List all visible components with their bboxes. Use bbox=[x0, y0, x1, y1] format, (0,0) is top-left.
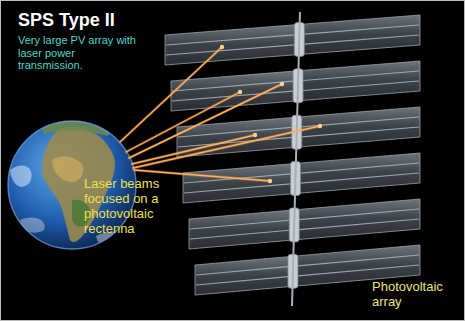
panel-stripe bbox=[303, 71, 419, 80]
panel-stripe bbox=[304, 25, 419, 34]
solar-panel bbox=[189, 210, 290, 249]
solar-panel bbox=[301, 107, 420, 147]
panel-stripe bbox=[190, 230, 289, 239]
beam-spot bbox=[318, 124, 322, 128]
panel-stripe bbox=[166, 35, 294, 45]
laser-glow bbox=[133, 126, 320, 168]
beam-spot bbox=[238, 90, 242, 94]
solar-panel bbox=[302, 61, 420, 100]
beam-spot bbox=[220, 45, 224, 49]
laser-beam bbox=[132, 135, 255, 164]
panel-stripe bbox=[300, 163, 419, 173]
panel-stripe bbox=[298, 265, 419, 276]
panel-stripe bbox=[299, 219, 419, 230]
callout-label: Photovoltaic array bbox=[372, 280, 460, 310]
laser-beam bbox=[133, 126, 320, 168]
beam-spot bbox=[280, 82, 284, 86]
solar-panel bbox=[195, 257, 289, 295]
panel-stripe bbox=[299, 209, 419, 220]
panel-stripe bbox=[196, 277, 288, 285]
panel-stripe bbox=[184, 184, 290, 193]
solar-panel bbox=[298, 199, 420, 240]
panel-stripe bbox=[304, 35, 419, 44]
panel-stripe bbox=[303, 81, 419, 90]
panel-stripe bbox=[166, 45, 294, 55]
callout-label: Laser beams focused on a photovoltaic re… bbox=[84, 177, 162, 237]
panel-stripe bbox=[190, 220, 289, 229]
solar-panel bbox=[165, 25, 295, 65]
panel-stripe bbox=[302, 127, 419, 137]
panel-stripe bbox=[196, 267, 288, 275]
solar-panel bbox=[299, 153, 420, 193]
beam-spot bbox=[268, 179, 272, 183]
laser-beams bbox=[120, 45, 322, 183]
title: SPS Type II bbox=[18, 10, 115, 31]
panel-stripe bbox=[298, 255, 419, 266]
spine bbox=[292, 12, 300, 306]
solar-panel bbox=[183, 164, 291, 203]
subtitle: Very large PV array with laser power tra… bbox=[18, 34, 140, 72]
laser-glow bbox=[132, 135, 255, 164]
panel-stripe bbox=[300, 173, 419, 183]
photovoltaic-array bbox=[165, 12, 420, 306]
solar-panel bbox=[303, 15, 420, 54]
beam-spot bbox=[253, 133, 257, 137]
